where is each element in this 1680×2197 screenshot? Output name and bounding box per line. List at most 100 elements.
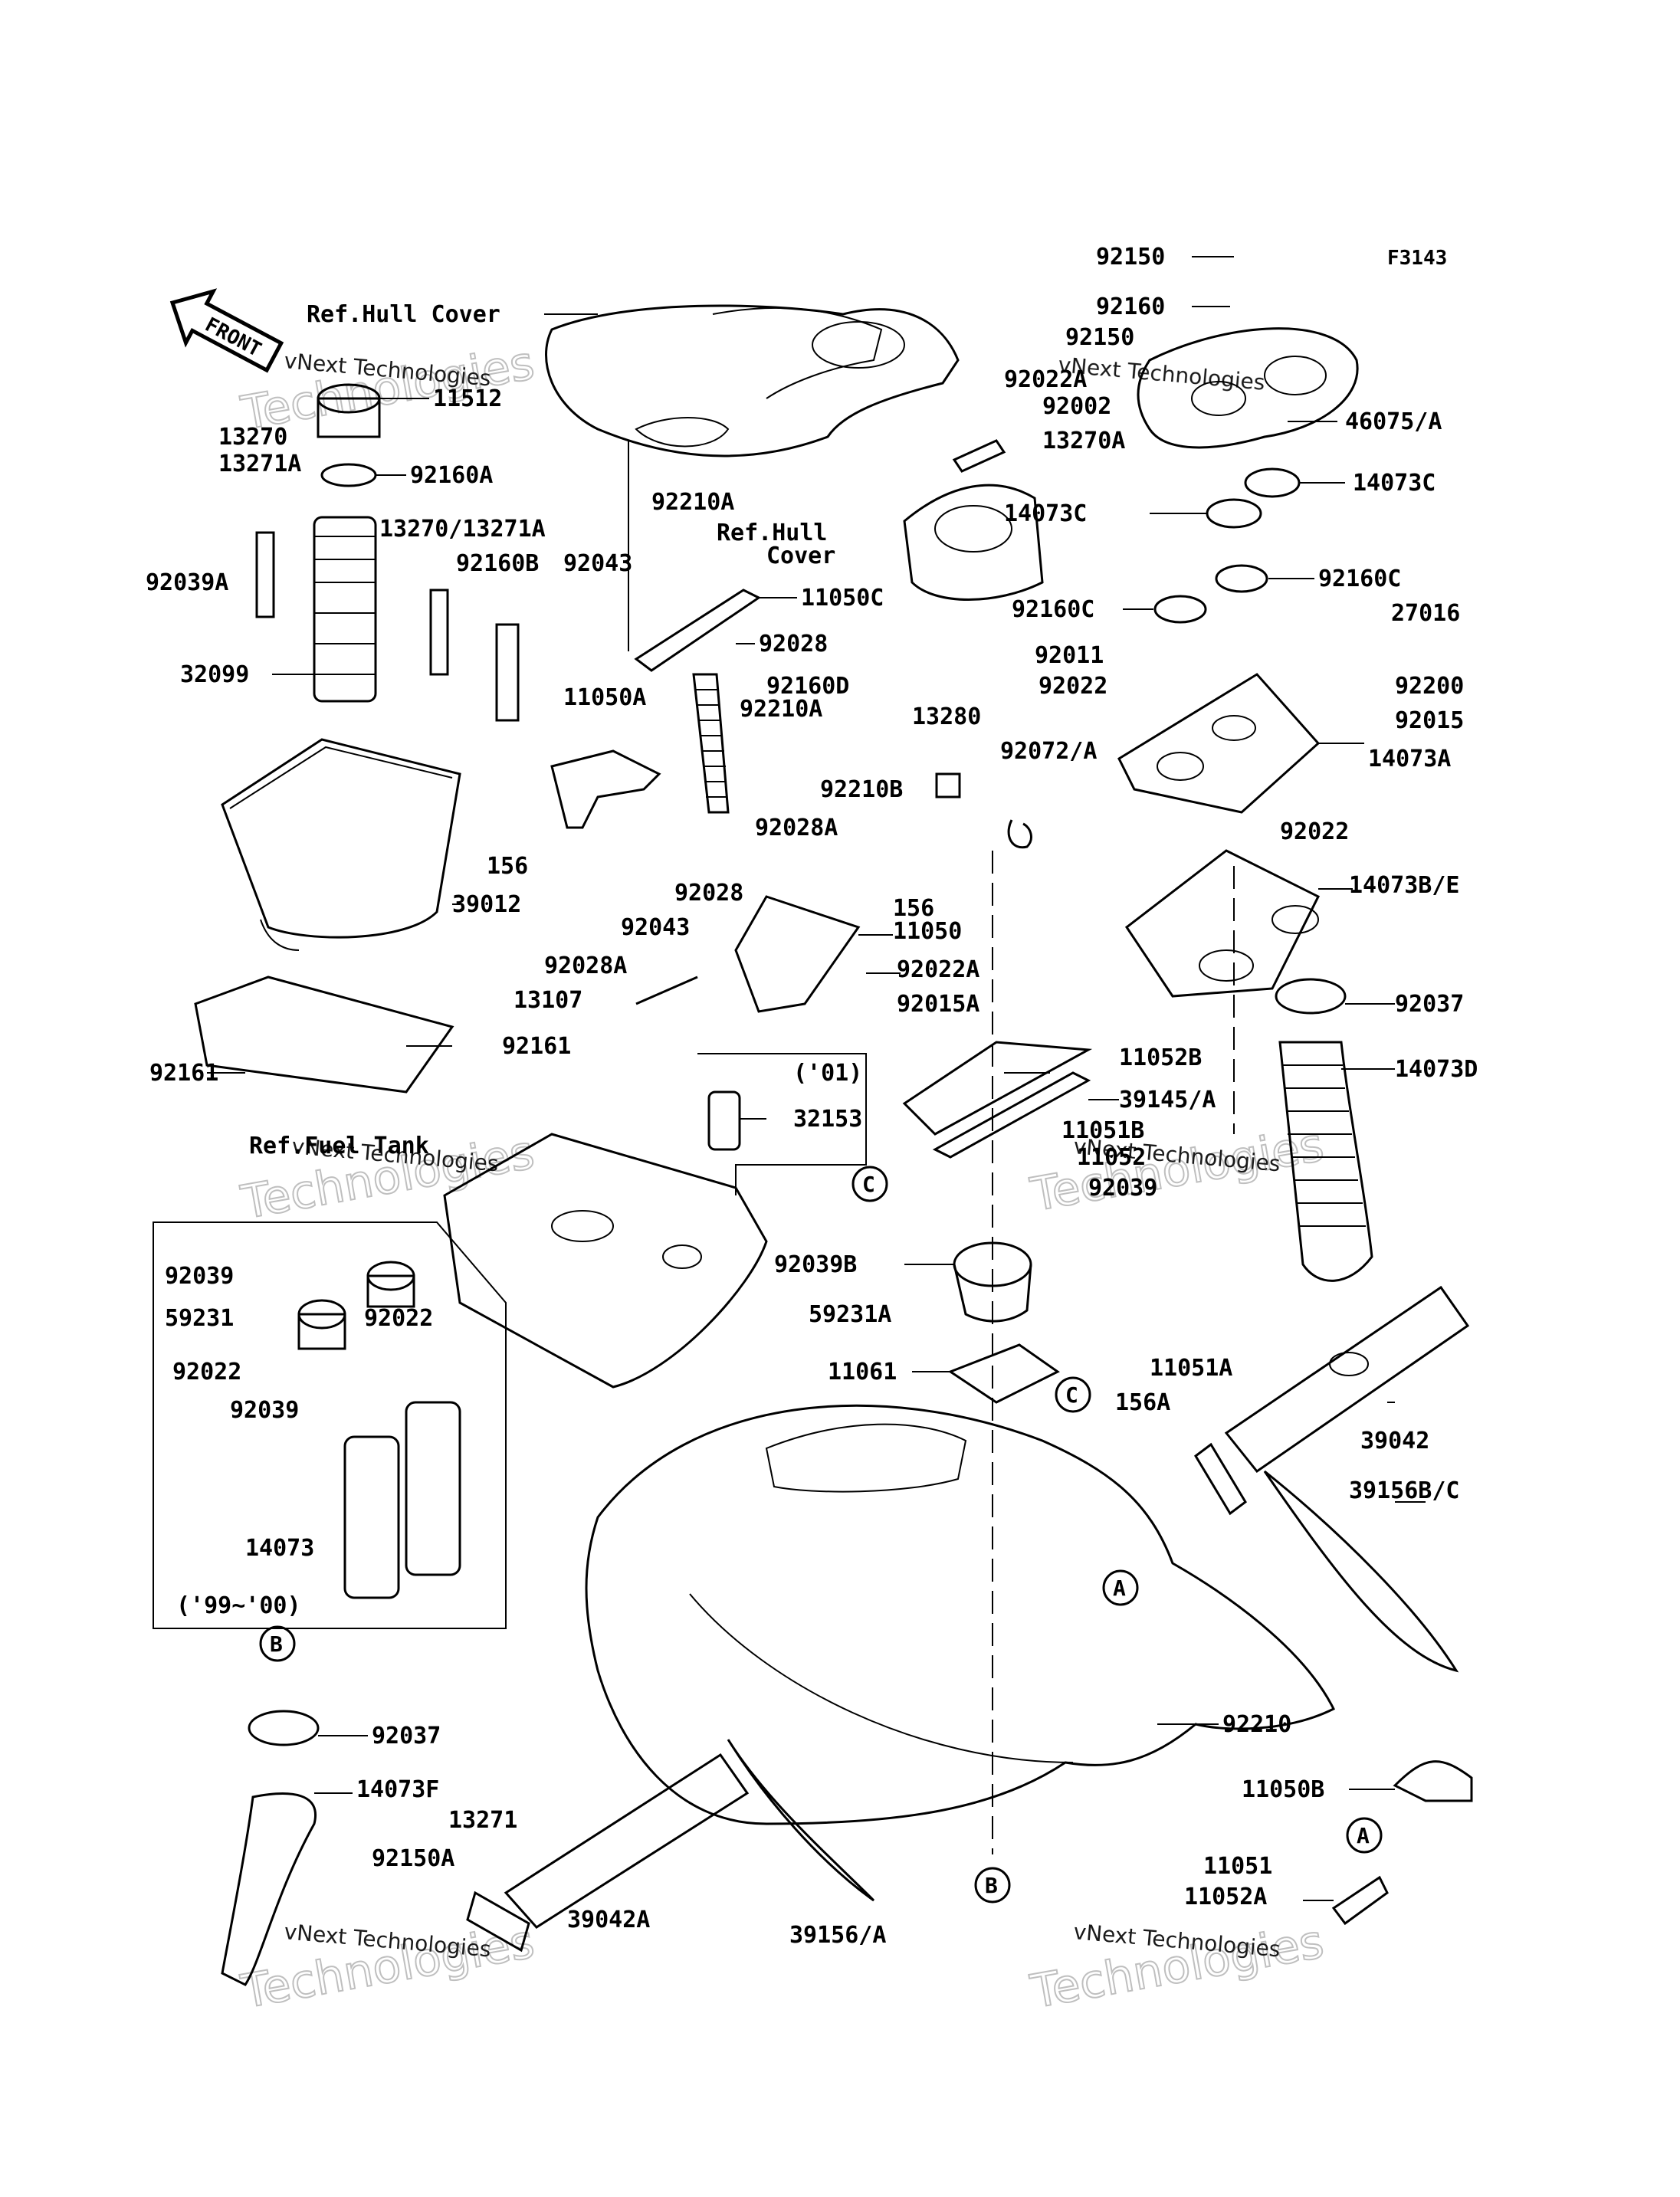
- part-label: 39145/A: [1119, 1087, 1216, 1113]
- sleeve-32153: [707, 1090, 741, 1151]
- svg-text:A: A: [1357, 1823, 1370, 1848]
- part-label: 59231A: [809, 1301, 891, 1328]
- year-note-99-00: ('99~'00): [176, 1592, 301, 1619]
- part-label: 92161: [149, 1060, 218, 1087]
- part-label: 14073F: [356, 1776, 439, 1803]
- part-label: 11052B: [1119, 1044, 1202, 1071]
- part-label: 92028A: [544, 953, 627, 979]
- part-label: 39042A: [567, 1907, 650, 1933]
- bracket-11051: [1331, 1875, 1389, 1926]
- tube-14073f: [221, 1792, 317, 1986]
- part-label: 92028: [674, 880, 743, 907]
- part-label: 92022: [1280, 818, 1349, 845]
- watermark-2: vNext Technologies: [1057, 352, 1265, 395]
- part-label: 92200: [1395, 673, 1464, 700]
- part-label: 92210: [1222, 1711, 1291, 1738]
- hull-cover-top: [545, 304, 960, 457]
- deck-39042: [1224, 1285, 1470, 1474]
- part-label: 156: [893, 895, 934, 922]
- part-label: 92160C: [1318, 566, 1401, 592]
- part-label: 13270/13271A: [379, 516, 546, 543]
- part-label: 92160A: [410, 462, 493, 489]
- part-label: 11050: [893, 918, 962, 945]
- part-label: 11050B: [1242, 1776, 1324, 1803]
- callout-b-1: B: [259, 1625, 296, 1662]
- label-13280: [935, 772, 961, 798]
- part-label: 11052: [1077, 1144, 1146, 1171]
- part-label: 13107: [514, 987, 582, 1014]
- clip-92072: [1007, 819, 1032, 849]
- part-label: 92022: [172, 1359, 241, 1385]
- hull-cover-mid: [903, 484, 1044, 601]
- part-label: 92043: [563, 550, 632, 577]
- part-label: 14073C: [1353, 470, 1436, 497]
- ring-14073c: [1153, 467, 1301, 624]
- part-label: 92039: [165, 1263, 234, 1290]
- bolt-13107: [635, 976, 698, 1005]
- part-label: 92160D: [766, 673, 849, 700]
- tube-32099: [313, 516, 377, 703]
- part-label: 39042: [1360, 1428, 1429, 1454]
- part-label: 13270: [218, 424, 287, 451]
- part-label: 92161: [502, 1033, 571, 1060]
- part-label: 59231: [165, 1305, 234, 1332]
- plate-13271a: [255, 531, 275, 618]
- part-label: 92210B: [820, 776, 903, 803]
- part-label: 11051B: [1061, 1117, 1144, 1144]
- bracket-11052b: [902, 1041, 1093, 1136]
- svg-text:A: A: [1113, 1576, 1126, 1601]
- callout-c-2: C: [1055, 1376, 1091, 1413]
- leader-lines: [207, 256, 1426, 1901]
- part-label: 92210A: [651, 489, 734, 516]
- gasket-92160a: [320, 463, 377, 487]
- part-label: 13270A: [1042, 428, 1125, 454]
- part-label: 13271A: [218, 451, 301, 477]
- part-label: 14073D: [1395, 1056, 1478, 1083]
- inset-box-99-00: [153, 1221, 507, 1629]
- part-label: 39156B/C: [1349, 1477, 1460, 1504]
- part-label: 92160: [1096, 293, 1165, 320]
- inset-box-01: [697, 1053, 867, 1195]
- callout-a-1: A: [1102, 1569, 1139, 1606]
- part-label: 92022A: [897, 956, 979, 983]
- part-label: 92039: [230, 1397, 299, 1424]
- part-label: 32153: [793, 1106, 862, 1133]
- part-label: 14073: [245, 1535, 314, 1562]
- part-label: 92015: [1395, 707, 1464, 734]
- spring-92160d: [692, 673, 730, 814]
- part-label: 92015A: [897, 991, 979, 1018]
- part-label: 92150: [1096, 244, 1165, 271]
- plate-11061: [947, 1343, 1060, 1404]
- part-label: 92028A: [755, 815, 838, 841]
- part-label: 92043: [621, 914, 690, 941]
- stripe-39156a: [727, 1739, 875, 1902]
- part-labels: 92150 92160 92150 92022A 92002 13270A 46…: [146, 244, 1478, 1949]
- part-label: 92011: [1035, 642, 1104, 669]
- part-label: 92022A: [1004, 366, 1087, 393]
- part-label: 92150: [1065, 324, 1134, 351]
- ref-hull-cover-mid-1: Ref.Hull: [717, 520, 828, 546]
- airbox-14073a: [1117, 673, 1321, 814]
- part-label: 46075/A: [1345, 408, 1442, 435]
- part-label: 92039: [1088, 1175, 1157, 1202]
- part-label: 92037: [1395, 991, 1464, 1018]
- part-label: 13271: [448, 1807, 517, 1834]
- part-label: 27016: [1391, 600, 1460, 627]
- gasket-92161: [194, 976, 454, 1094]
- latch-11050: [734, 895, 861, 1013]
- part-label: 92039A: [146, 569, 228, 596]
- hull-body: [585, 1404, 1336, 1825]
- part-label: 92022: [364, 1305, 433, 1332]
- diagram-id: F3143: [1387, 247, 1447, 270]
- callout-b-2: B: [974, 1867, 1011, 1904]
- clamp-92037: [248, 1710, 320, 1746]
- fuel-tank: [443, 1133, 768, 1389]
- stripe-39156bc: [1263, 1470, 1459, 1673]
- part-label: 92160B: [456, 550, 539, 577]
- part-label: 11052A: [1184, 1884, 1267, 1910]
- part-label: 11512: [433, 385, 502, 412]
- plate-13270a: [952, 439, 1006, 473]
- part-label: 39156/A: [789, 1922, 886, 1949]
- part-label: 11061: [828, 1359, 897, 1385]
- svg-text:C: C: [862, 1172, 875, 1197]
